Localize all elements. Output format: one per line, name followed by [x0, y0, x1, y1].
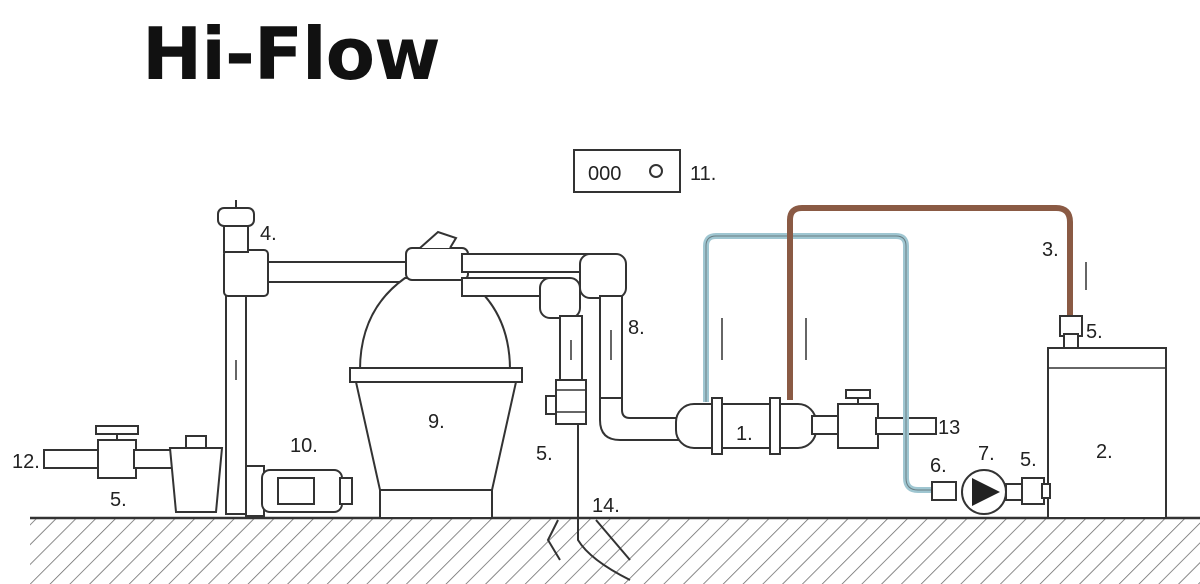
- ground: [30, 516, 1200, 584]
- riser-pipe: [225, 247, 247, 515]
- label-1: 1.: [736, 423, 753, 445]
- label-5-bypass: 5.: [536, 443, 553, 465]
- control-panel: 000: [573, 149, 681, 193]
- inlet-pipe: [43, 425, 173, 479]
- valve-bypass: [545, 379, 587, 425]
- label-8: 8.: [628, 317, 645, 339]
- label-13: 13: [938, 417, 960, 439]
- label-3: 3.: [1042, 239, 1059, 261]
- diagram-title: Hi-Flow: [142, 12, 441, 96]
- label-6: 6.: [930, 455, 947, 477]
- filter-outlet-pipes: [461, 253, 627, 401]
- filter-pump: [245, 465, 353, 517]
- label-14: 14.: [592, 495, 620, 517]
- primary-return-pipe: [787, 205, 1087, 400]
- drain-pipe: [546, 418, 631, 581]
- prefilter-basket: [168, 435, 224, 513]
- panel-display: 000: [588, 163, 621, 185]
- top-pipe: [223, 249, 419, 297]
- label-4: 4.: [260, 223, 277, 245]
- label-10: 10.: [290, 435, 318, 457]
- label-2: 2.: [1096, 441, 1113, 463]
- return-pipe: [811, 389, 937, 449]
- label-5-pump: 5.: [1020, 449, 1037, 471]
- label-5-inlet: 5.: [110, 489, 127, 511]
- circulation-group: [931, 469, 1051, 515]
- elbow-to-exchanger: [599, 397, 681, 441]
- air-vent: [217, 200, 255, 253]
- primary-flow-pipe: [703, 233, 944, 493]
- label-5-boiler: 5.: [1086, 321, 1103, 343]
- valve-boiler-top: [1059, 315, 1083, 349]
- label-9: 9.: [428, 411, 445, 433]
- label-11: 11.: [690, 163, 716, 185]
- label-12: 12.: [12, 451, 40, 473]
- boiler: [1047, 347, 1167, 519]
- sand-filter: [349, 230, 523, 519]
- label-7: 7.: [978, 443, 995, 465]
